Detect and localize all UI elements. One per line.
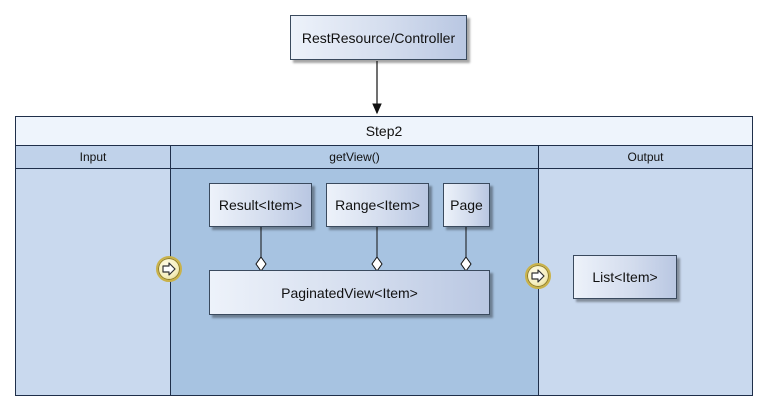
range-item-node[interactable]: Range<Item> bbox=[326, 183, 429, 227]
arrow-right-port-icon bbox=[531, 269, 545, 283]
lane-header-getview-label: getView() bbox=[329, 150, 380, 164]
lane-header-output: Output bbox=[538, 145, 753, 169]
paginated-view-node[interactable]: PaginatedView<Item> bbox=[209, 270, 490, 315]
list-item-node[interactable]: List<Item> bbox=[573, 255, 677, 299]
output-port-icon[interactable] bbox=[525, 263, 551, 289]
page-node[interactable]: Page bbox=[443, 183, 490, 227]
result-item-label: Result<Item> bbox=[218, 197, 303, 213]
arrow-right-port-icon bbox=[162, 262, 176, 276]
paginated-view-label: PaginatedView<Item> bbox=[281, 284, 418, 301]
result-aggregation-diamond bbox=[255, 256, 267, 272]
result-item-node[interactable]: Result<Item> bbox=[209, 183, 312, 227]
page-aggregation-diamond bbox=[460, 256, 472, 272]
lane-header-output-label: Output bbox=[627, 150, 664, 164]
range-item-label: Range<Item> bbox=[335, 197, 420, 213]
lane-header-input: Input bbox=[15, 145, 171, 169]
page-label: Page bbox=[450, 197, 483, 213]
range-aggregation-diamond bbox=[371, 256, 383, 272]
rest-resource-controller-node[interactable]: RestResource/Controller bbox=[290, 15, 467, 60]
rest-resource-controller-label: RestResource/Controller bbox=[301, 29, 456, 46]
lane-header-input-label: Input bbox=[79, 150, 107, 164]
input-port-icon[interactable] bbox=[156, 256, 182, 282]
pool-title-label: Step2 bbox=[365, 123, 403, 139]
list-item-label: List<Item> bbox=[592, 269, 658, 285]
